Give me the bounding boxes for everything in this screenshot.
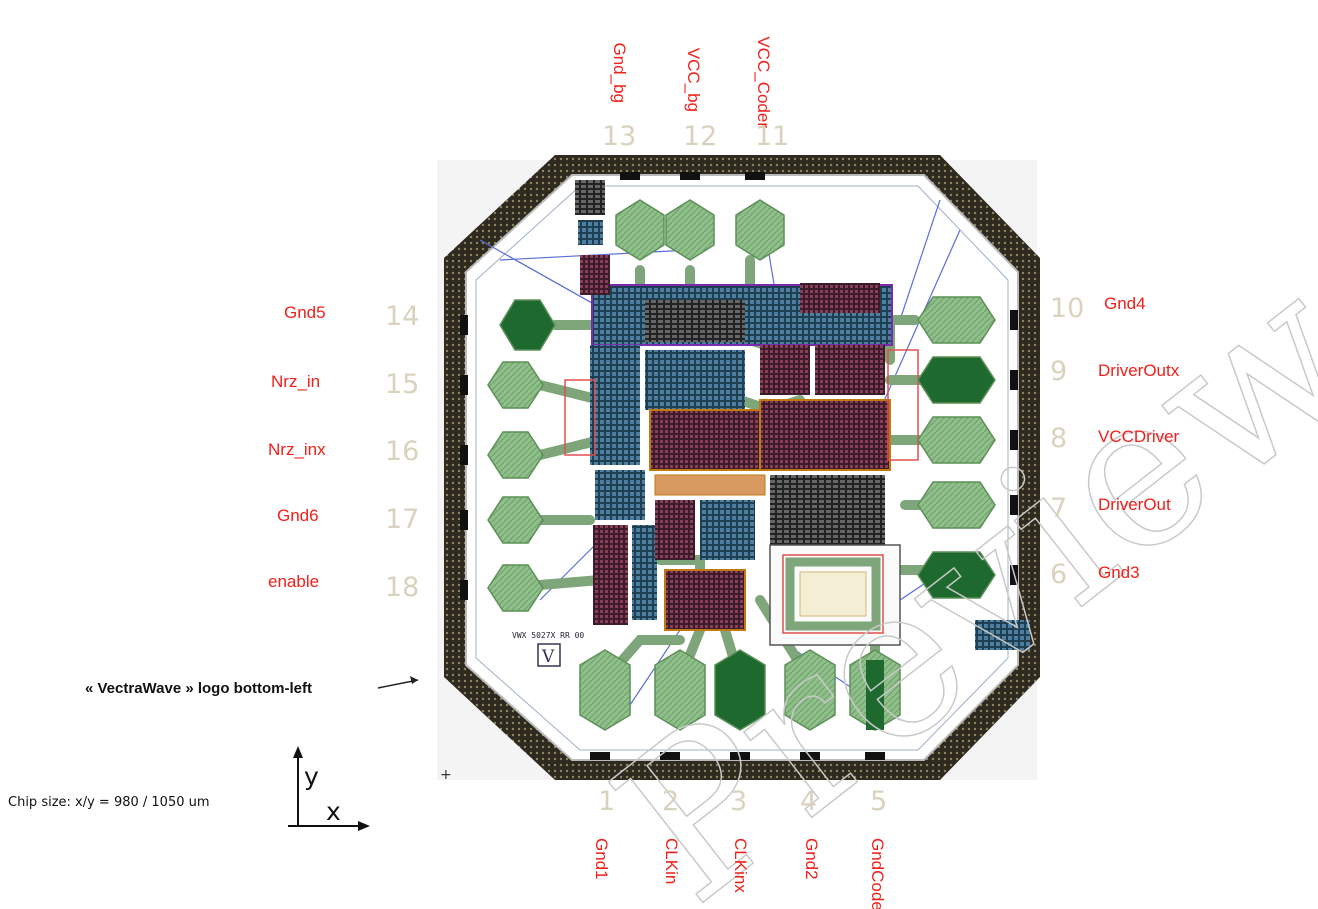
ring-openings [460,172,1018,760]
pin-name-8: VCCDriver [1098,427,1180,446]
core-circuitry [564,180,1030,650]
pin-number-13: 13 [602,121,636,152]
pin-name-1: Gnd1 [592,838,611,880]
pin-number-2: 2 [662,786,679,817]
pin-name-12: VCC_bg [684,48,703,112]
pin-number-14: 14 [385,301,419,332]
pin-name-4: Gnd2 [802,838,821,880]
vectrawave-logo-text: V [541,647,555,667]
pin-number-4: 4 [800,786,817,817]
top-pads [615,199,785,261]
pin-number-10: 10 [1050,293,1084,324]
pin-number-7: 7 [1050,493,1067,524]
pin-name-16: Nrz_inx [268,440,326,459]
pin-name-7: DriverOut [1098,495,1171,514]
bottom-pads [579,649,901,731]
pin-name-11: VCC_Coder [754,36,773,128]
pin-name-18: enable [268,572,319,591]
x-axis-label: x [326,797,341,826]
pin-number-15: 15 [385,369,419,400]
axes-icon: y x [288,746,370,831]
pin-name-15: Nrz_in [271,372,320,391]
pin-number-9: 9 [1050,356,1067,387]
plus-marker: + [440,767,452,783]
pin-number-16: 16 [385,436,419,467]
logo-annotation: « VectraWave » logo bottom-left [85,680,312,697]
right-pads [917,296,996,599]
bond-pads [487,199,996,731]
y-axis-label: y [304,762,319,791]
chip-size: Chip size: x/y = 980 / 1050 um [8,795,210,810]
pin-name-10: Gnd4 [1104,294,1146,313]
pin-number-12: 12 [683,121,717,152]
pin-number-18: 18 [385,572,419,603]
pin-name-14: Gnd5 [284,303,326,322]
pin-number-5: 5 [870,786,887,817]
pin-name-17: Gnd6 [277,506,319,525]
pin-number-6: 6 [1050,559,1067,590]
vectrawave-logo [537,643,561,667]
pin-name-6: Gnd3 [1098,563,1140,582]
pin-name-2: CLKin [662,838,681,884]
left-pads [487,299,556,612]
pin-number-8: 8 [1050,423,1067,454]
pin-number-17: 17 [385,504,419,535]
pin-name-9: DriverOutx [1098,361,1180,380]
pin-number-11: 11 [755,121,789,152]
pin-name-5: GndCoder [868,838,887,909]
die-id: VWX 5027X RR 00 [512,631,584,640]
pin-number-3: 3 [730,786,747,817]
pin-number-1: 1 [598,786,615,817]
pin-name-13: Gnd_bg [610,43,629,104]
pin-name-3: CLKinx [731,838,750,893]
